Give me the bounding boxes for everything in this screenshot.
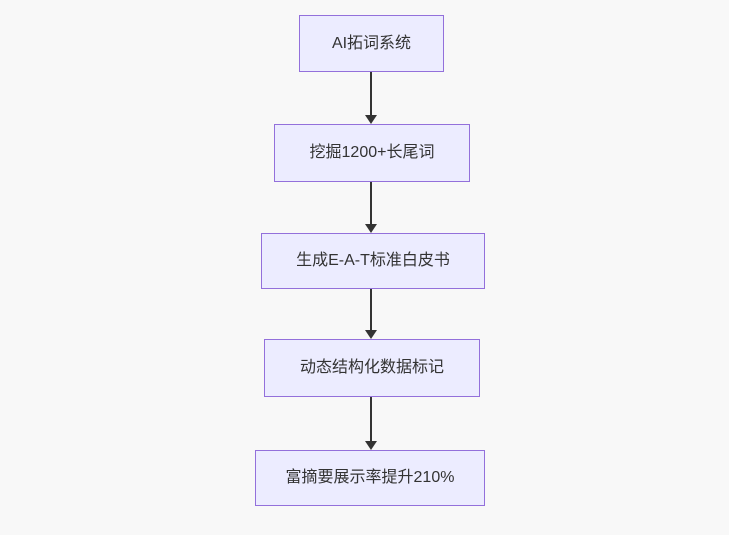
node-label: 动态结构化数据标记	[299, 359, 444, 377]
arrow-head-icon	[365, 441, 377, 450]
arrow-line	[370, 182, 372, 225]
node-label: AI拓词系统	[331, 34, 412, 52]
flowchart-node-eat-whitepaper: 生成E-A-T标准白皮书	[261, 233, 485, 289]
arrow-head-icon	[365, 224, 377, 233]
flowchart-node-rich-snippet-uplift: 富摘要展示率提升210%	[255, 450, 485, 506]
flowchart-node-longtail-mining: 挖掘1200+长尾词	[274, 124, 470, 182]
arrow-line	[370, 72, 372, 116]
arrow-head-icon	[365, 115, 377, 124]
arrow-line	[370, 397, 372, 442]
arrow-head-icon	[365, 330, 377, 339]
node-label: 富摘要展示率提升210%	[285, 469, 455, 487]
flowchart-node-structured-data-markup: 动态结构化数据标记	[264, 339, 480, 397]
arrow-line	[370, 289, 372, 331]
node-label: 挖掘1200+长尾词	[309, 144, 435, 162]
node-label: 生成E-A-T标准白皮书	[296, 252, 450, 270]
flowchart-node-ai-keyword-system: AI拓词系统	[299, 15, 444, 72]
